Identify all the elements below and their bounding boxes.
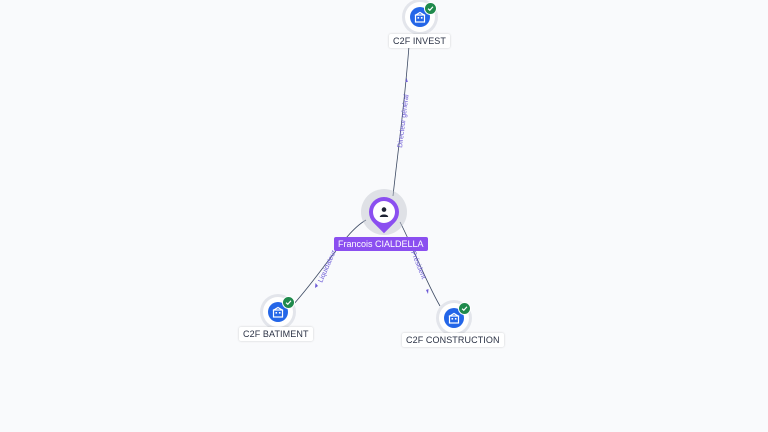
edge-arrow-batiment [315, 283, 318, 288]
edge-label-construction: Président [409, 250, 427, 280]
verified-check-icon [458, 302, 471, 315]
building-icon [414, 11, 426, 23]
edge-line-invest [392, 45, 410, 197]
company-label-invest[interactable]: C2F INVEST [389, 34, 451, 48]
building-icon [448, 312, 460, 324]
edge-line-batiment [292, 219, 367, 306]
person-avatar[interactable] [373, 201, 395, 223]
edge-line-construction [399, 221, 441, 307]
edge-label-invest: Directeur général [397, 94, 411, 149]
verified-check-icon [282, 296, 295, 309]
person-name-label[interactable]: Francois CIALDELLA [334, 237, 428, 251]
building-icon [272, 306, 284, 318]
edge-arrow-invest [405, 78, 408, 82]
edge-arrow-construction [426, 289, 429, 294]
person-icon [379, 207, 389, 217]
company-label-batiment[interactable]: C2F BATIMENT [239, 327, 313, 341]
verified-check-icon [424, 2, 437, 15]
edge-label-batiment: Liquidateur [317, 249, 338, 284]
company-label-construction[interactable]: C2F CONSTRUCTION [402, 333, 504, 347]
